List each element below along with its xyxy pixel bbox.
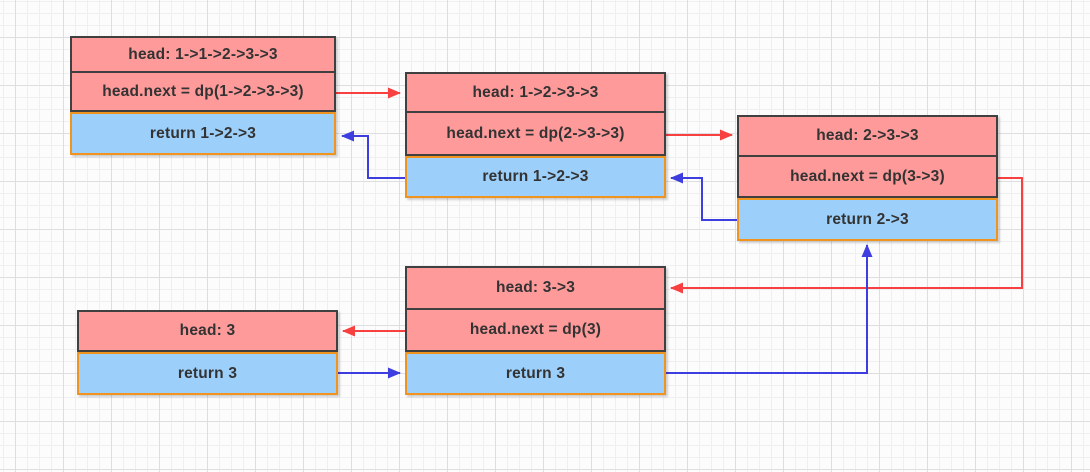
frame-return-text: return 1->2->3 xyxy=(149,124,257,142)
frame-head-row: head: 3->3 xyxy=(405,266,666,310)
frame-head-row: head: 1->2->3->3 xyxy=(405,72,666,113)
return-arrow-3-to-2[interactable] xyxy=(670,172,737,221)
return-arrow-2-to-1[interactable] xyxy=(341,130,405,179)
call-frame-1[interactable]: head: 1->1->2->3->3 head.next = dp(1->2-… xyxy=(70,36,336,155)
frame-head-text: head: 3 xyxy=(179,322,236,339)
frame-return-text: return 2->3 xyxy=(826,210,909,228)
return-arrow-4-to-3[interactable] xyxy=(666,244,873,374)
frame-head-row: head: 1->1->2->3->3 xyxy=(70,36,336,73)
call-frame-5[interactable]: head: 3 return 3 xyxy=(77,310,338,395)
frame-head-text: head: 2->3->3 xyxy=(816,127,919,144)
frame-return-text: return 3 xyxy=(177,364,238,382)
call-frame-3[interactable]: head: 2->3->3 head.next = dp(3->3) retur… xyxy=(737,115,998,241)
frame-op-row: head.next = dp(3->3) xyxy=(737,155,998,198)
frame-head-row: head: 3 xyxy=(77,310,338,352)
frame-return-row: return 3 xyxy=(405,352,666,395)
frame-return-text: return 1->2->3 xyxy=(482,168,589,185)
frame-op-row: head.next = dp(2->3->3) xyxy=(405,111,666,156)
frame-head-row: head: 2->3->3 xyxy=(737,115,998,157)
frame-head-text: head: 3->3 xyxy=(495,279,576,296)
frame-head-text: head: 1->1->2->3->3 xyxy=(128,45,278,63)
frame-op-text: head.next = dp(3->3) xyxy=(790,167,945,185)
frame-op-row: head.next = dp(1->2->3->3) xyxy=(70,71,336,112)
frame-return-row: return 2->3 xyxy=(737,198,998,241)
call-frame-4[interactable]: head: 3->3 head.next = dp(3) return 3 xyxy=(405,266,666,395)
frame-return-row: return 3 xyxy=(77,352,338,395)
frame-return-row: return 1->2->3 xyxy=(70,112,336,155)
call-frame-2[interactable]: head: 1->2->3->3 head.next = dp(2->3->3)… xyxy=(405,72,666,198)
call-arrow-3-to-4[interactable] xyxy=(670,177,1023,294)
frame-head-text: head: 1->2->3->3 xyxy=(472,83,599,101)
frame-return-row: return 1->2->3 xyxy=(405,156,666,198)
frame-return-text: return 3 xyxy=(505,364,566,382)
frame-op-text: head.next = dp(2->3->3) xyxy=(446,124,625,142)
frame-op-text: head.next = dp(1->2->3->3) xyxy=(102,82,304,100)
frame-op-row: head.next = dp(3) xyxy=(405,308,666,352)
frame-op-text: head.next = dp(3) xyxy=(469,321,602,338)
